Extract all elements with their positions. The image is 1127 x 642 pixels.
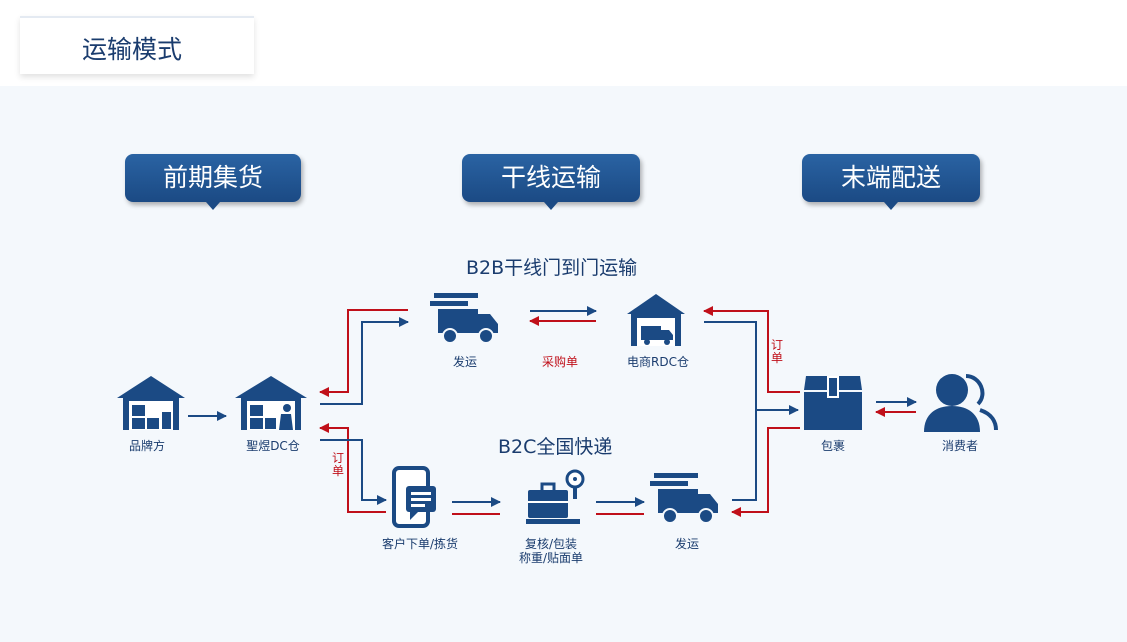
b2c-truck-icon xyxy=(650,473,718,524)
stage-collection: 前期集货 xyxy=(125,154,301,210)
node-label-b2b-ship: 发运 xyxy=(452,355,477,369)
arrow-return-top-left xyxy=(319,309,408,397)
node-label-order-pick: 客户下单/拣货 xyxy=(381,537,459,551)
scale-package-icon xyxy=(526,469,585,524)
dc-warehouse-icon xyxy=(235,376,307,430)
node-label-pack-line1: 复核/包装 xyxy=(524,537,578,551)
arrow-return-bottom-left xyxy=(319,423,386,513)
arrow-b2c-ship-to-package xyxy=(732,410,757,501)
route-title-b2b: B2B干线门到门运输 xyxy=(466,257,638,279)
consumer-icon xyxy=(924,374,998,432)
edge-label-order-right: 订单 xyxy=(770,338,783,365)
node-label-package: 包裹 xyxy=(820,439,845,453)
mobile-order-icon xyxy=(392,466,436,528)
arrow-package-to-b2c-ship xyxy=(731,427,800,517)
page-title: 运输模式 xyxy=(82,35,183,64)
arrow-dc-to-b2c xyxy=(320,439,387,505)
node-label-dc: 聖煜DC仓 xyxy=(246,439,300,453)
route-title-b2c: B2C全国快递 xyxy=(498,436,613,458)
arrow-package-order-to-rdc xyxy=(703,306,800,393)
truck-icon xyxy=(430,293,498,344)
node-label-brand: 品牌方 xyxy=(128,439,165,453)
arrow-rdc-to-package xyxy=(704,321,799,415)
stage-trunk-transport: 干线运输 xyxy=(462,154,640,210)
arrow-dc-to-b2b xyxy=(320,317,409,405)
rdc-warehouse-icon xyxy=(627,294,685,346)
stage-last-mile: 末端配送 xyxy=(802,154,980,210)
package-icon xyxy=(804,376,862,430)
node-label-rdc: 电商RDC仓 xyxy=(627,355,689,369)
node-label-b2c-ship: 发运 xyxy=(674,537,699,551)
page-title-card: 运输模式 xyxy=(20,16,254,74)
node-label-consumer: 消费者 xyxy=(941,439,978,453)
edge-label-order-left: 订单 xyxy=(331,451,344,478)
node-label-pack-line2: 称重/贴面单 xyxy=(518,551,584,565)
warehouse-icon xyxy=(117,376,185,430)
edge-label-purchase-order: 采购单 xyxy=(541,355,578,369)
